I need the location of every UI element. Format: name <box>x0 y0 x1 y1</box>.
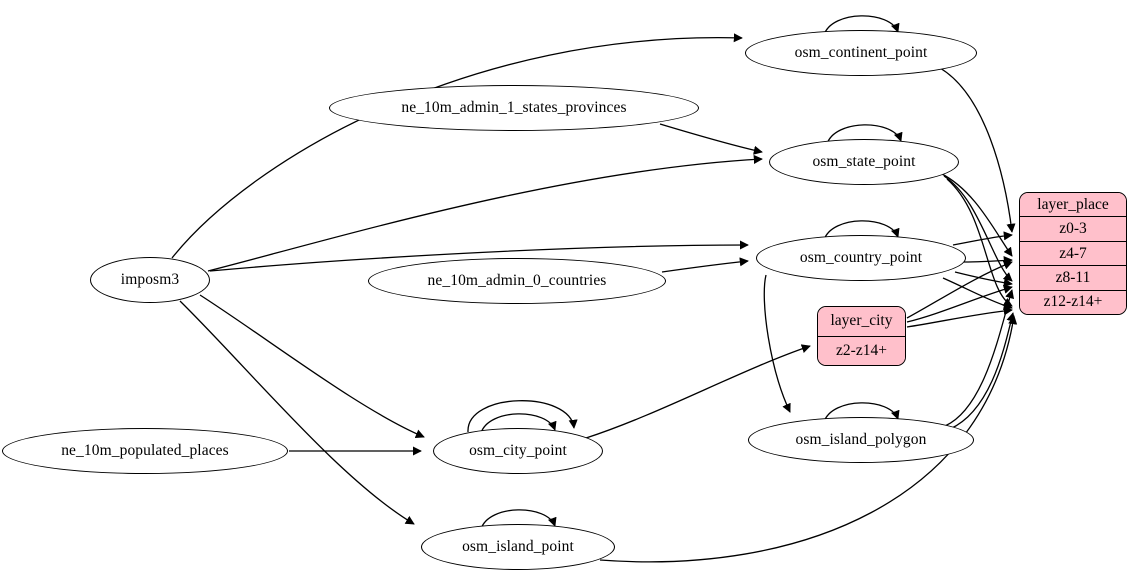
node-label: osm_continent_point <box>794 44 928 61</box>
node-ne-10m-admin-0-countries[interactable]: ne_10m_admin_0_countries <box>368 258 666 304</box>
layer-city-cell-z2-z14[interactable]: z2-z14+ <box>818 336 905 365</box>
edge-imposm3-osm-country-point <box>209 240 749 272</box>
layer-place-cell-z0-3[interactable]: z0-3 <box>1020 217 1126 242</box>
edge-self-loop-osm-city-point-outer <box>467 400 578 433</box>
layer-place-title: layer_place <box>1020 193 1126 218</box>
node-label: ne_10m_populated_places <box>61 442 229 459</box>
node-label: ne_10m_admin_1_states_provinces <box>401 99 627 116</box>
node-osm-island-point[interactable]: osm_island_point <box>421 524 615 570</box>
node-layer-city[interactable]: layer_city z2-z14+ <box>817 306 906 366</box>
node-ne-10m-populated-places[interactable]: ne_10m_populated_places <box>2 428 288 474</box>
edge-self-loop-osm-island-polygon <box>823 402 900 423</box>
node-label: osm_state_point <box>812 153 916 170</box>
edge-self-loop-osm-state-point <box>826 124 903 145</box>
node-osm-city-point[interactable]: osm_city_point <box>433 428 603 474</box>
edge-osm-state-point-layer-place-z8-11 <box>943 175 1013 282</box>
node-label: imposm3 <box>120 271 180 288</box>
edge-layer-city-layer-place-z8-11 <box>906 284 1013 323</box>
edge-self-loop-osm-city-point <box>480 413 557 434</box>
edge-osm-city-point-layer-city <box>585 344 811 439</box>
edge-self-loop-osm-continent-point <box>823 15 900 36</box>
edge-osm-country-point-layer-place-z12-z14 <box>942 277 1013 310</box>
edge-layer-city-layer-place-z4-7 <box>906 260 1013 319</box>
edge-imposm3-osm-city-point <box>199 294 425 439</box>
node-osm-state-point[interactable]: osm_state_point <box>769 139 959 185</box>
edge-osm-country-point-layer-place-z8-11 <box>954 271 1013 288</box>
node-label: ne_10m_admin_0_countries <box>427 272 607 289</box>
edge-osm-island-polygon-layer-place-z8-11 <box>944 289 1015 427</box>
edge-imposm3-osm-state-point <box>207 154 763 272</box>
node-label: osm_country_point <box>799 249 923 266</box>
edge-osm-state-point-layer-place-z12-z14 <box>946 178 1013 307</box>
edge-osm-island-point-layer-place-z12-z14 <box>599 315 1018 563</box>
layer-place-cell-z12-z14[interactable]: z12-z14+ <box>1020 290 1126 314</box>
node-imposm3[interactable]: imposm3 <box>90 257 210 303</box>
node-osm-continent-point[interactable]: osm_continent_point <box>745 30 977 76</box>
node-osm-island-polygon[interactable]: osm_island_polygon <box>748 417 974 463</box>
node-label: osm_island_polygon <box>795 431 927 448</box>
layer-city-title: layer_city <box>818 307 905 337</box>
layer-place-cell-z8-11[interactable]: z8-11 <box>1020 266 1126 291</box>
node-label: osm_island_point <box>462 538 574 555</box>
edge-osm-state-point-layer-place-z4-7 <box>939 172 1013 257</box>
edge-self-loop-osm-island-point <box>480 509 557 530</box>
edge-osm-country-point-layer-place-z4-7 <box>963 255 1013 266</box>
edge-imposm3-osm-island-point <box>179 300 415 525</box>
edge-osm-island-polygon-layer-place-z12-z14 <box>949 312 1016 430</box>
edge-osm-country-point-layer-place-z0-3 <box>952 231 1013 246</box>
edge-ne-countries-osm-country-point <box>661 257 749 273</box>
edge-ne-states-osm-state-point <box>659 123 763 155</box>
layer-place-cell-z4-7[interactable]: z4-7 <box>1020 241 1126 267</box>
node-ne-10m-admin-1-states-provinces[interactable]: ne_10m_admin_1_states_provinces <box>329 85 699 131</box>
edge-osm-continent-point-layer-place-z0-3 <box>939 67 1016 233</box>
edge-imposm3-osm-continent-point <box>171 33 743 259</box>
node-osm-country-point[interactable]: osm_country_point <box>756 235 966 281</box>
edge-osm-country-point-osm-island-polygon <box>763 274 791 413</box>
edge-self-loop-osm-country-point <box>823 220 900 241</box>
node-layer-place[interactable]: layer_place z0-3 z4-7 z8-11 z12-z14+ <box>1019 192 1127 315</box>
node-label: osm_city_point <box>469 442 567 459</box>
edge-layer-city-layer-place-z12-z14 <box>906 306 1013 328</box>
